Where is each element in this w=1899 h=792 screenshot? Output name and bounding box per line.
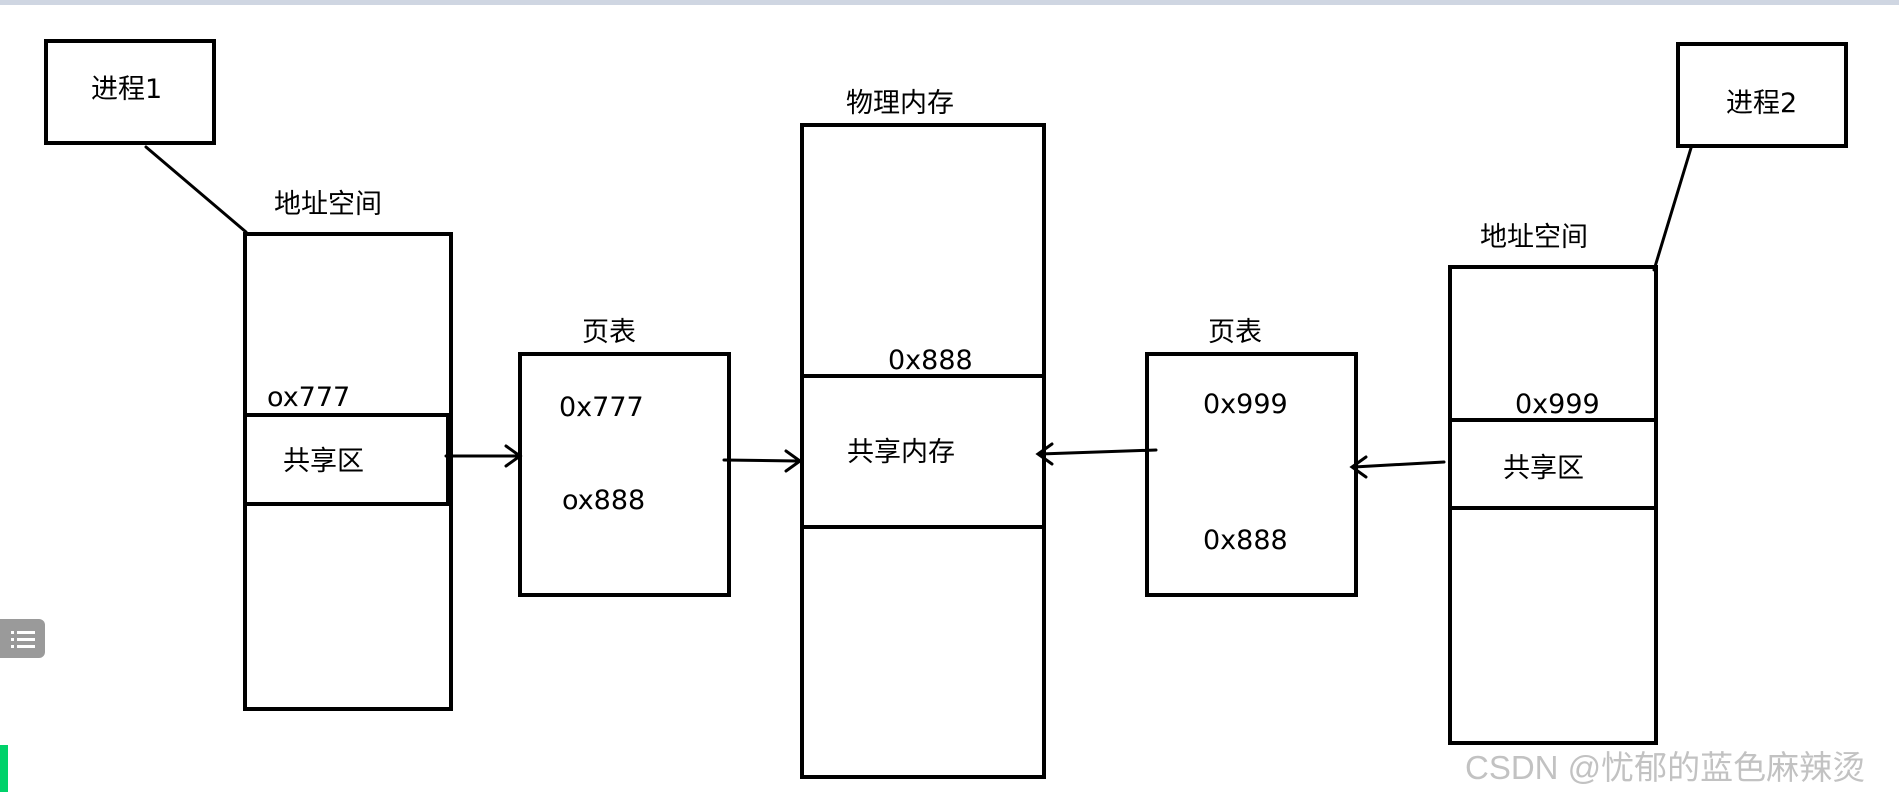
toc-button[interactable] bbox=[0, 619, 45, 658]
arrow-pagetable-right-to-memory bbox=[1035, 442, 1158, 466]
process2-label: 进程2 bbox=[1726, 88, 1798, 119]
physical-shared-memory-region bbox=[800, 374, 1046, 529]
right-address-space-title: 地址空间 bbox=[1480, 222, 1588, 253]
csdn-watermark: CSDN @忧郁的蓝色麻辣烫 bbox=[1465, 749, 1866, 786]
left-page-table-virtual: 0x777 bbox=[559, 392, 644, 423]
process2-box bbox=[1676, 42, 1848, 148]
list-icon bbox=[10, 630, 35, 648]
left-address-space-address: ox777 bbox=[267, 382, 351, 413]
left-shared-label: 共享区 bbox=[283, 446, 364, 477]
right-page-table-physical: 0x888 bbox=[1203, 525, 1288, 556]
top-border bbox=[0, 0, 1899, 5]
process2-link bbox=[1652, 146, 1693, 272]
right-address-space-address: 0x999 bbox=[1515, 389, 1600, 420]
left-page-table-title: 页表 bbox=[582, 317, 636, 348]
left-page-table-physical: ox888 bbox=[562, 485, 646, 516]
right-shared-label: 共享区 bbox=[1503, 453, 1584, 484]
physical-shared-memory-label: 共享内存 bbox=[847, 437, 955, 468]
right-shared-region bbox=[1448, 418, 1658, 510]
physical-memory-title: 物理内存 bbox=[846, 88, 954, 119]
arrow-pagetable-left-to-memory bbox=[722, 449, 803, 473]
left-shared-region bbox=[243, 413, 450, 506]
process1-label: 进程1 bbox=[91, 74, 163, 105]
arrow-shared-right-to-pagetable bbox=[1349, 455, 1446, 479]
left-page-table-box bbox=[518, 352, 731, 597]
process1-link bbox=[144, 145, 248, 234]
right-page-table-virtual: 0x999 bbox=[1203, 389, 1288, 420]
arrow-shared-to-pagetable-left bbox=[444, 444, 523, 468]
left-accent-bar bbox=[0, 745, 8, 792]
physical-memory-address: 0x888 bbox=[888, 345, 973, 376]
right-page-table-title: 页表 bbox=[1208, 317, 1262, 348]
process1-box bbox=[44, 39, 216, 145]
right-page-table-box bbox=[1145, 352, 1358, 597]
left-address-space-title: 地址空间 bbox=[274, 189, 382, 220]
